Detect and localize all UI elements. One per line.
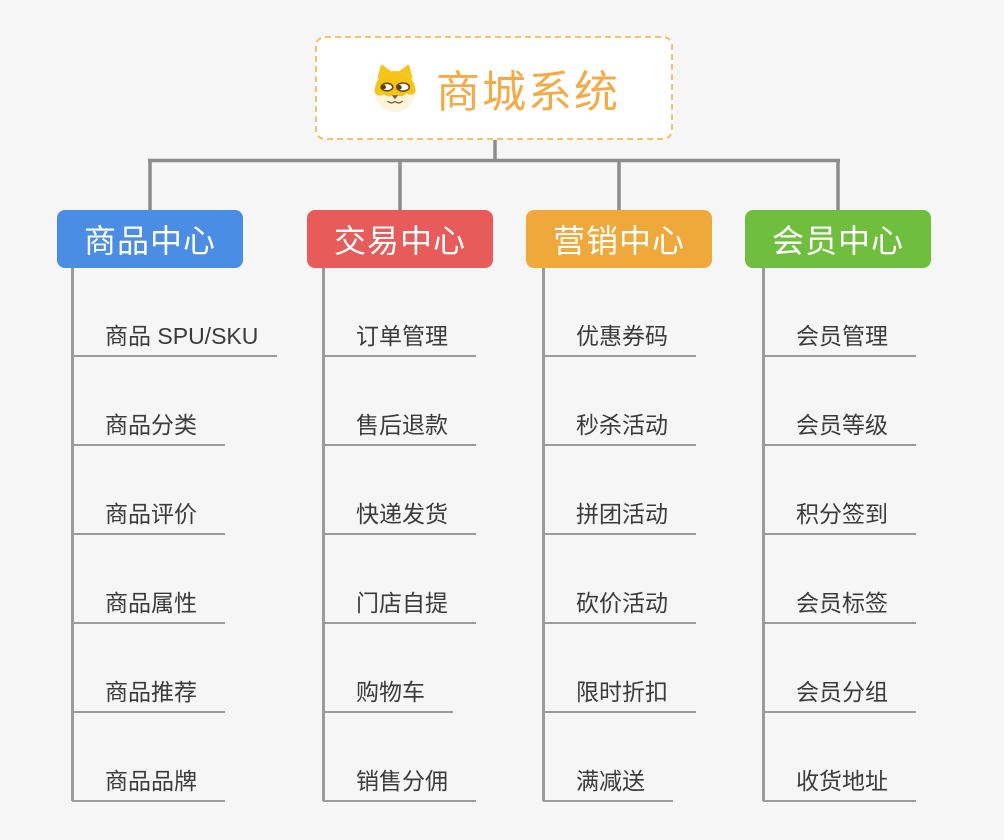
node-label: 秒杀活动	[576, 412, 668, 438]
node-label: 拼团活动	[576, 501, 668, 527]
node-label: 积分签到	[796, 501, 888, 527]
node-product-review[interactable]: 商品评价	[72, 491, 225, 535]
node-shopping-cart[interactable]: 购物车	[323, 669, 453, 713]
node-order-management[interactable]: 订单管理	[323, 313, 476, 357]
node-label: 会员分组	[796, 679, 888, 705]
node-member-tag[interactable]: 会员标签	[763, 580, 916, 624]
node-label: 商品分类	[105, 412, 197, 438]
node-flash-sale[interactable]: 秒杀活动	[543, 402, 696, 446]
branch-label: 会员中心	[771, 223, 904, 259]
node-shipping-address[interactable]: 收货地址	[763, 758, 916, 802]
node-label: 商品评价	[105, 501, 197, 527]
node-label: 门店自提	[356, 590, 448, 616]
node-product-spu-sku[interactable]: 商品 SPU/SKU	[72, 313, 277, 357]
root-node-mall-system[interactable]: 商城系统	[315, 36, 673, 140]
node-label: 销售分佣	[356, 768, 448, 794]
node-product-category[interactable]: 商品分类	[72, 402, 225, 446]
node-product-brand[interactable]: 商品品牌	[72, 758, 225, 802]
node-points-checkin[interactable]: 积分签到	[763, 491, 916, 535]
node-label: 满减送	[576, 768, 645, 794]
node-product-attribute[interactable]: 商品属性	[72, 580, 225, 624]
node-label: 会员管理	[796, 323, 888, 349]
node-label: 商品属性	[105, 590, 197, 616]
root-title: 商城系统	[436, 68, 620, 117]
node-label: 会员标签	[796, 590, 888, 616]
node-label: 限时折扣	[576, 679, 668, 705]
node-product-recommend[interactable]: 商品推荐	[72, 669, 225, 713]
node-full-reduction[interactable]: 满减送	[543, 758, 673, 802]
branch-label: 商品中心	[83, 223, 216, 259]
node-label: 商品推荐	[105, 679, 197, 705]
node-limited-time-discount[interactable]: 限时折扣	[543, 669, 696, 713]
branch-label: 营销中心	[552, 223, 685, 259]
node-express-delivery[interactable]: 快递发货	[323, 491, 476, 535]
branch-trade-center[interactable]: 交易中心	[307, 210, 493, 268]
node-label: 收货地址	[796, 768, 888, 794]
branch-member-center[interactable]: 会员中心	[745, 210, 931, 268]
node-label: 会员等级	[796, 412, 888, 438]
node-member-management[interactable]: 会员管理	[763, 313, 916, 357]
node-coupon-code[interactable]: 优惠券码	[543, 313, 696, 357]
node-member-group[interactable]: 会员分组	[763, 669, 916, 713]
node-store-pickup[interactable]: 门店自提	[323, 580, 476, 624]
branch-product-center[interactable]: 商品中心	[57, 210, 243, 268]
branch-marketing-center[interactable]: 营销中心	[526, 210, 712, 268]
node-label: 购物车	[356, 679, 425, 705]
node-label: 优惠券码	[576, 323, 668, 349]
node-label: 砍价活动	[576, 590, 668, 616]
node-label: 快递发货	[356, 501, 448, 527]
node-group-buy[interactable]: 拼团活动	[543, 491, 696, 535]
node-label: 售后退款	[356, 412, 448, 438]
node-sales-commission[interactable]: 销售分佣	[323, 758, 476, 802]
dog-face-icon	[374, 64, 416, 113]
node-label: 订单管理	[356, 323, 448, 349]
node-label: 商品 SPU/SKU	[105, 323, 259, 349]
node-aftersale-refund[interactable]: 售后退款	[323, 402, 476, 446]
node-bargain-activity[interactable]: 砍价活动	[543, 580, 696, 624]
branch-label: 交易中心	[333, 223, 466, 259]
node-member-level[interactable]: 会员等级	[763, 402, 916, 446]
node-label: 商品品牌	[105, 768, 197, 794]
